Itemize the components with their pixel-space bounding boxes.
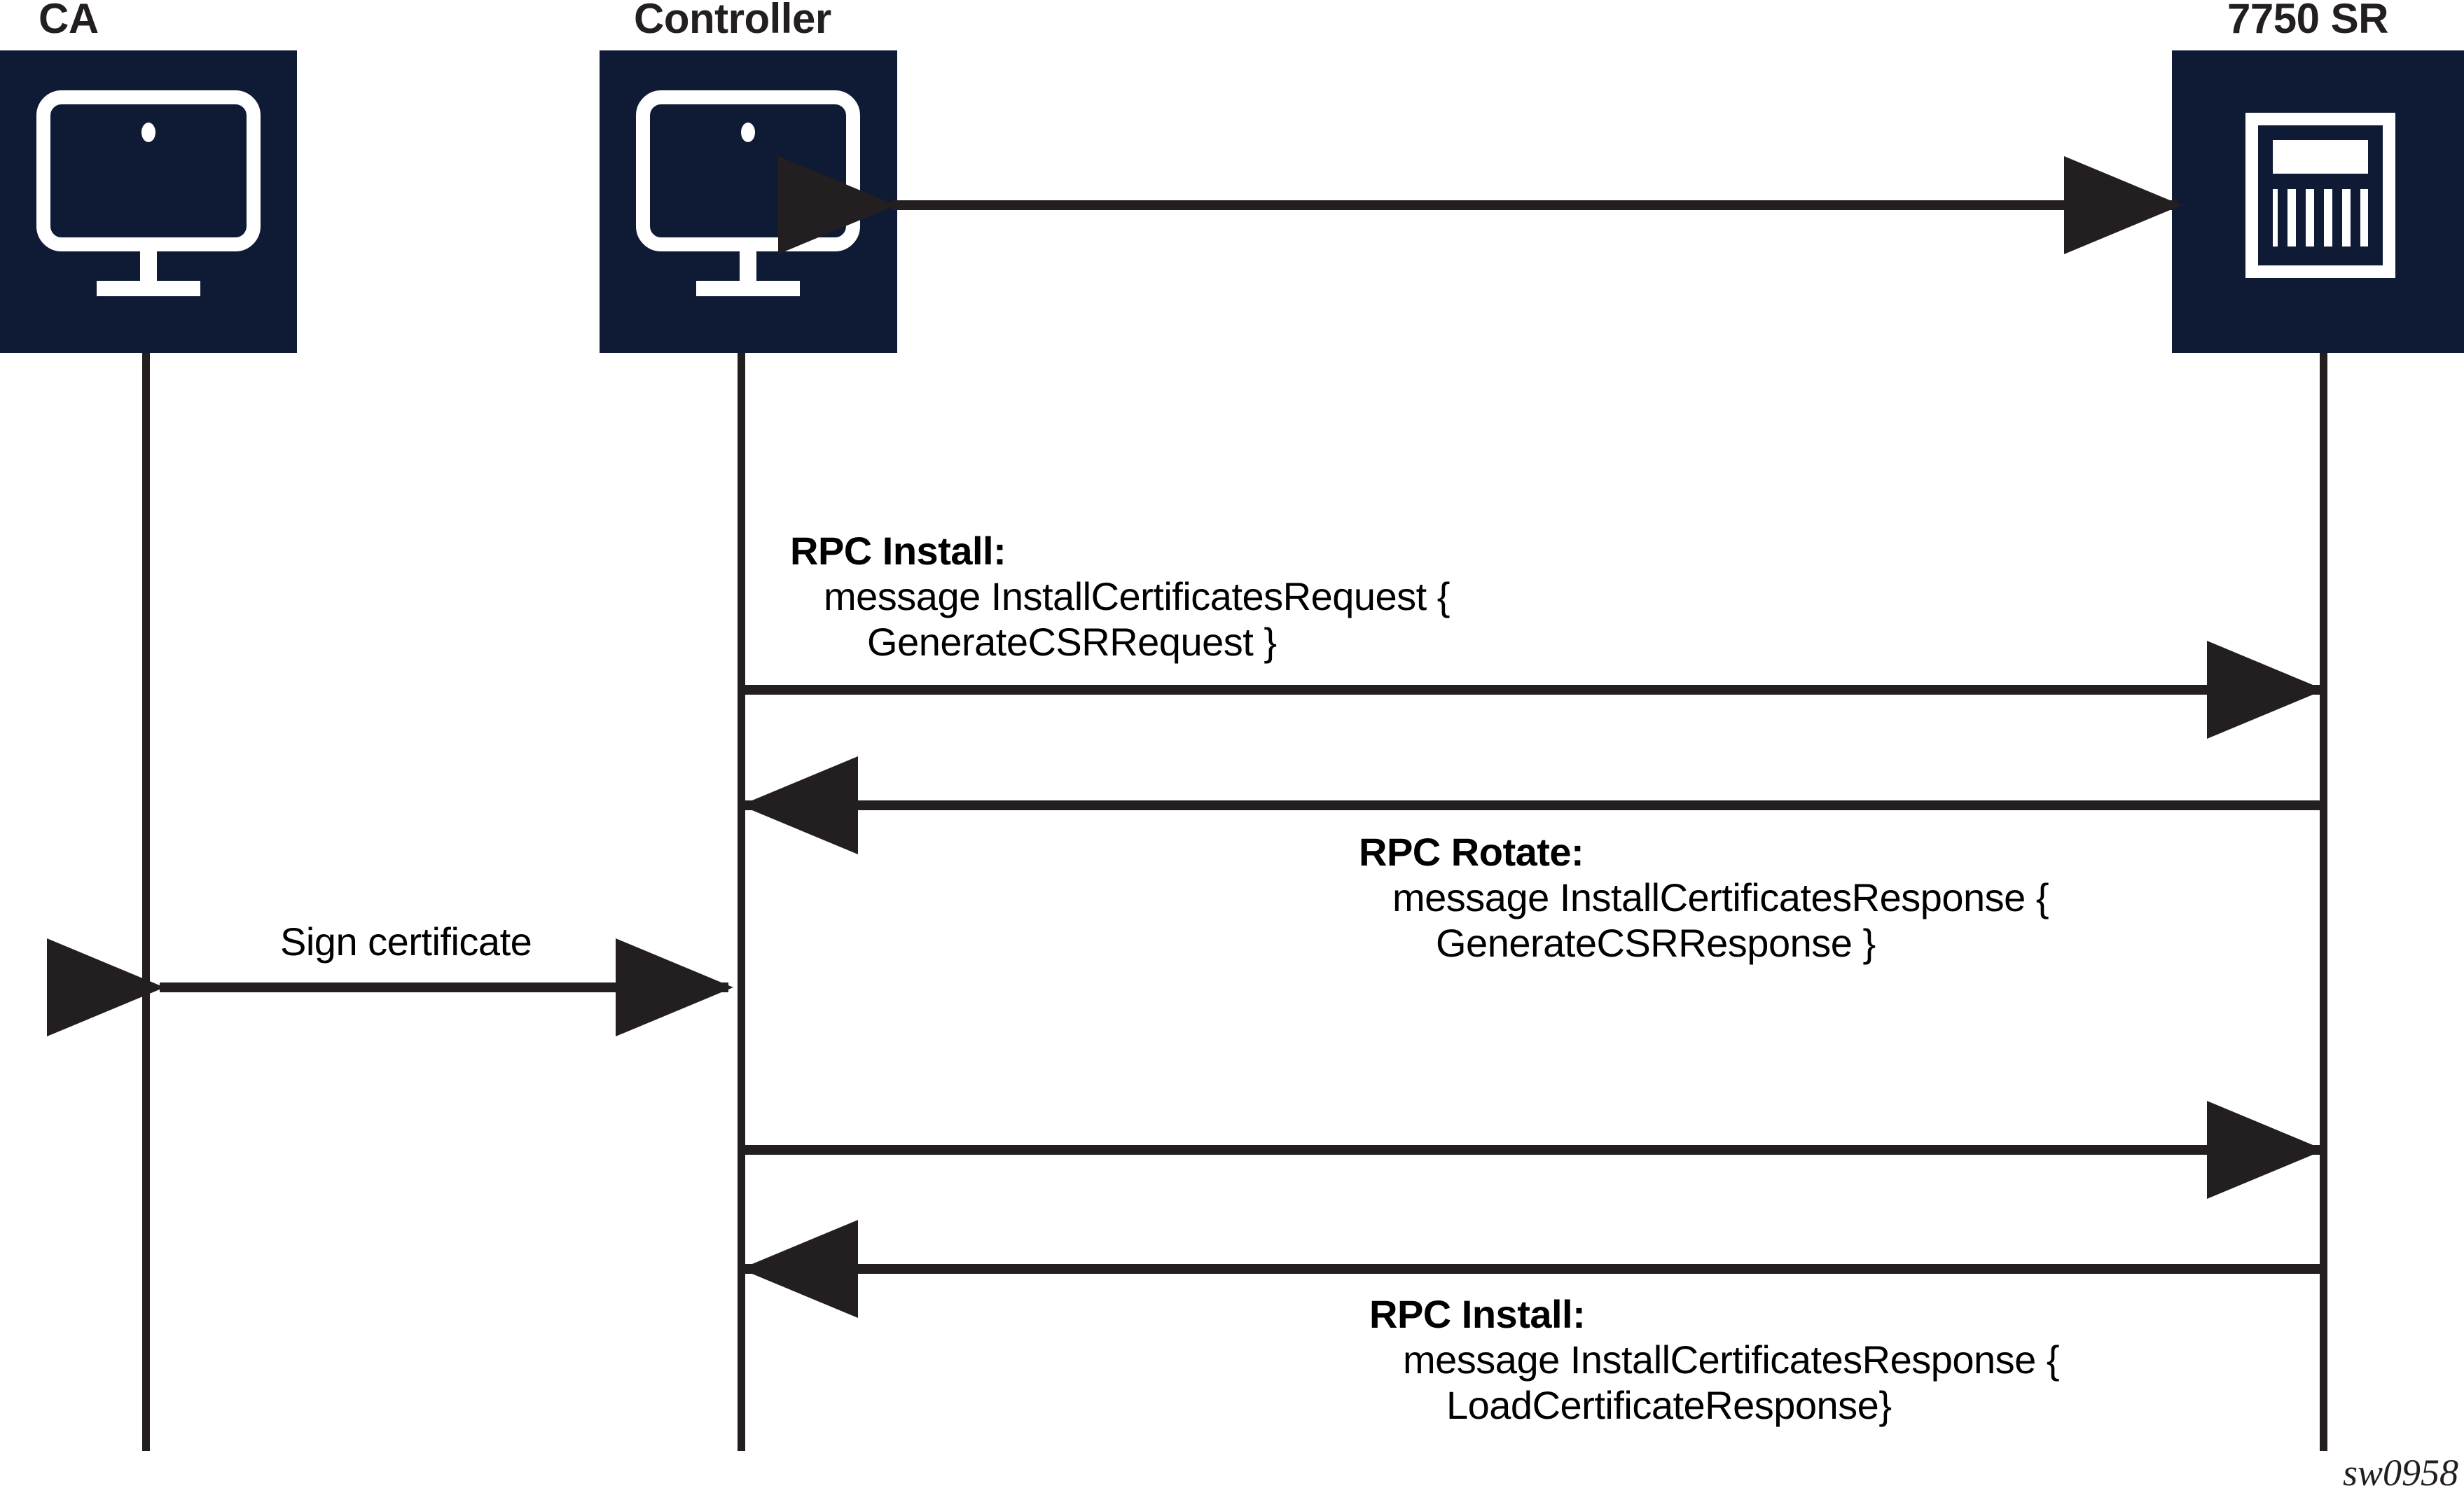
- lifeline-ca: [142, 155, 150, 1451]
- node-label-ca: CA: [39, 0, 99, 42]
- figure-id-watermark: sw0958: [2343, 1452, 2459, 1494]
- message-body-line-1: message InstallCertificatesResponse {: [1392, 875, 2049, 919]
- message-body-line-2: LoadCertificateResponse}: [1446, 1382, 1892, 1427]
- node-label-router: 7750 SR: [2227, 0, 2389, 42]
- monitor-icon: [36, 90, 261, 296]
- message-label-sign-certificate: Sign certificate: [280, 919, 532, 964]
- node-box-ca: [0, 50, 297, 353]
- message-body-line-1: message InstallCertificatesResponse {: [1403, 1337, 2060, 1382]
- message-heading: RPC Install:: [790, 529, 1006, 573]
- message-heading: RPC Rotate:: [1359, 830, 1584, 874]
- message-text-rpc-install-response: RPC Install: message InstallCertificates…: [1369, 1292, 2060, 1429]
- message-text-rpc-rotate-response: RPC Rotate: message InstallCertificatesR…: [1359, 830, 2049, 966]
- message-body-line-2: GenerateCSRRequest }: [867, 619, 1277, 664]
- message-heading: RPC Install:: [1369, 1292, 1586, 1336]
- message-text-rpc-install-request: RPC Install: message InstallCertificates…: [790, 529, 1451, 665]
- node-box-router: [2172, 50, 2464, 353]
- message-body-line-1: message InstallCertificatesRequest {: [824, 574, 1451, 618]
- node-box-controller: [600, 50, 897, 353]
- message-body-line-2: GenerateCSRResponse }: [1436, 920, 1876, 965]
- node-label-controller: Controller: [634, 0, 831, 42]
- router-chassis-icon: [2245, 113, 2395, 278]
